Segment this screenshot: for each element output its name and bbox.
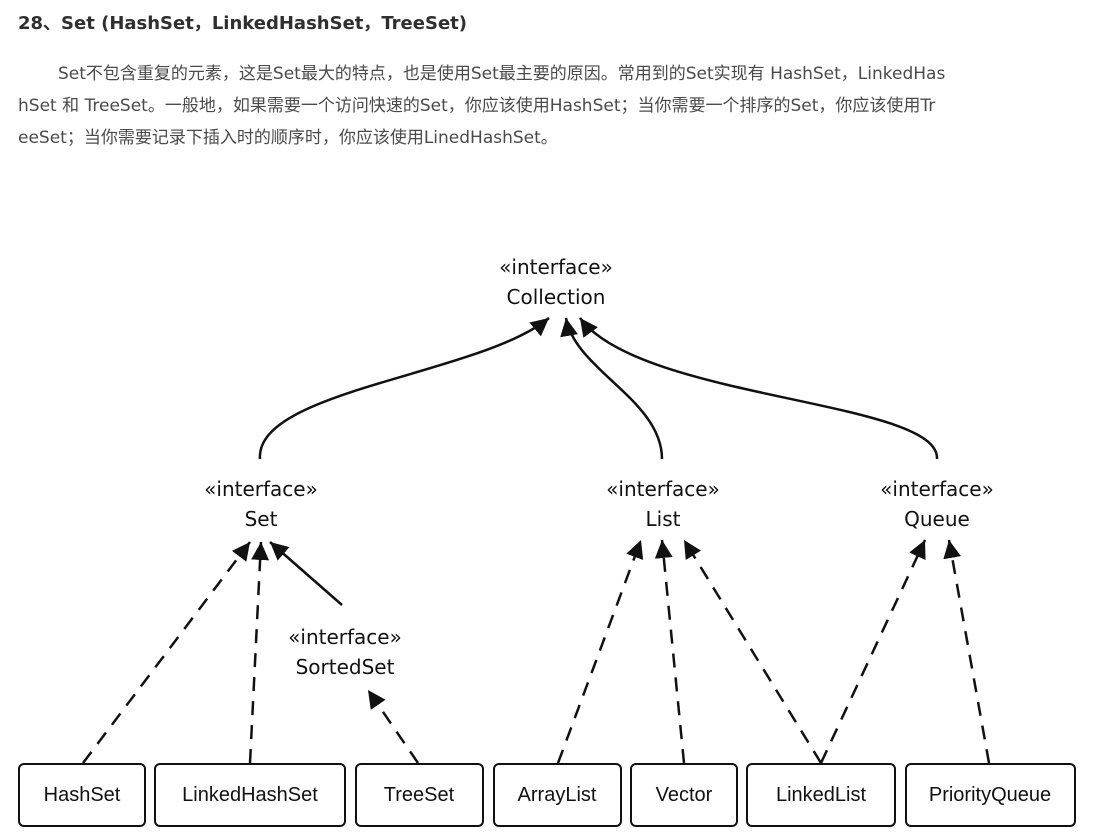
interface-list: «interface» List bbox=[606, 477, 720, 531]
edge-set-to-collection bbox=[258, 317, 550, 460]
list-label: List bbox=[646, 507, 681, 531]
list-stereotype: «interface» bbox=[606, 477, 720, 501]
edge-list-to-collection bbox=[560, 317, 664, 460]
class-treeset-label: TreeSet bbox=[384, 784, 455, 806]
class-hashset-label: HashSet bbox=[44, 784, 121, 806]
class-box-treeset bbox=[355, 763, 484, 827]
class-box-hashset bbox=[18, 763, 146, 827]
edge-linkedlist-to-queue bbox=[819, 539, 927, 764]
interface-queue: «interface» Queue bbox=[880, 477, 994, 531]
set-label: Set bbox=[245, 507, 278, 531]
class-box-arraylist bbox=[493, 763, 622, 827]
paragraph-line-3: eeSet；当你需要记录下插入时的顺序时，你应该使用LinedHashSet。 bbox=[18, 128, 558, 148]
class-arraylist-label: ArrayList bbox=[518, 784, 597, 806]
queue-label: Queue bbox=[904, 507, 970, 531]
collection-label: Collection bbox=[507, 285, 606, 309]
edge-vector-to-list bbox=[654, 539, 686, 764]
interface-set: «interface» Set bbox=[204, 477, 318, 531]
description-paragraph: Set不包含重复的元素，这是Set最大的特点，也是使用Set最主要的原因。常用到… bbox=[18, 58, 1082, 154]
edge-queue-to-collection bbox=[578, 317, 939, 460]
section-heading: 28、Set (HashSet，LinkedHashSet，TreeSet) bbox=[18, 13, 467, 34]
collection-stereotype: «interface» bbox=[499, 255, 613, 279]
paragraph-line-1: Set不包含重复的元素，这是Set最大的特点，也是使用Set最主要的原因。常用到… bbox=[58, 64, 946, 84]
class-box-linkedhashset bbox=[154, 763, 346, 827]
edge-arraylist-to-list bbox=[556, 539, 644, 764]
edge-linkedhashset-to-set bbox=[248, 541, 270, 764]
set-stereotype: «interface» bbox=[204, 477, 318, 501]
interface-collection: «interface» Collection bbox=[499, 255, 613, 309]
sortedset-stereotype: «interface» bbox=[288, 625, 402, 649]
class-box-priorityqueue bbox=[905, 763, 1076, 827]
paragraph-line-2: hSet 和 TreeSet。一般地，如果需要一个访问快速的Set，你应该使用H… bbox=[18, 96, 936, 116]
sortedset-label: SortedSet bbox=[296, 655, 395, 679]
class-priorityqueue-label: PriorityQueue bbox=[929, 784, 1051, 806]
queue-stereotype: «interface» bbox=[880, 477, 994, 501]
class-box-linkedlist bbox=[746, 763, 896, 827]
interface-sortedset: «interface» SortedSet bbox=[288, 625, 402, 679]
class-vector-label: Vector bbox=[656, 784, 713, 806]
class-linkedhashset-label: LinkedHashSet bbox=[182, 784, 318, 806]
edge-hashset-to-set bbox=[82, 541, 251, 764]
edge-treeset-to-sortedset bbox=[366, 689, 420, 764]
class-linkedlist-label: LinkedList bbox=[776, 784, 867, 806]
class-box-vector bbox=[630, 763, 738, 827]
edge-sortedset-to-set bbox=[269, 541, 343, 606]
edge-linkedlist-to-list bbox=[682, 539, 823, 764]
edge-priorityqueue-to-queue bbox=[943, 539, 991, 764]
